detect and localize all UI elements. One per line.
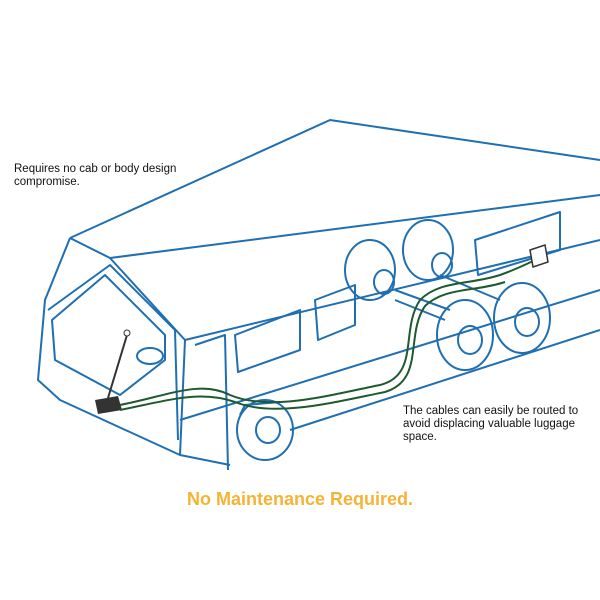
side-window (314, 284, 356, 341)
bus-roof (69, 119, 600, 259)
bus-front (37, 237, 186, 456)
side-window (234, 309, 301, 373)
caption-cables: The cables can easily be routed to avoid… (403, 405, 579, 443)
headline: No Maintenance Required. (186, 489, 414, 509)
rear-wheels (344, 219, 551, 371)
side-window (474, 211, 561, 276)
connector (529, 244, 549, 268)
caption-cab: Requires no cab or body design compromis… (14, 163, 177, 188)
cables (119, 257, 541, 411)
mirror (136, 347, 164, 365)
control-lever (95, 329, 131, 414)
windshield (51, 274, 166, 396)
front-wheel (236, 399, 294, 461)
